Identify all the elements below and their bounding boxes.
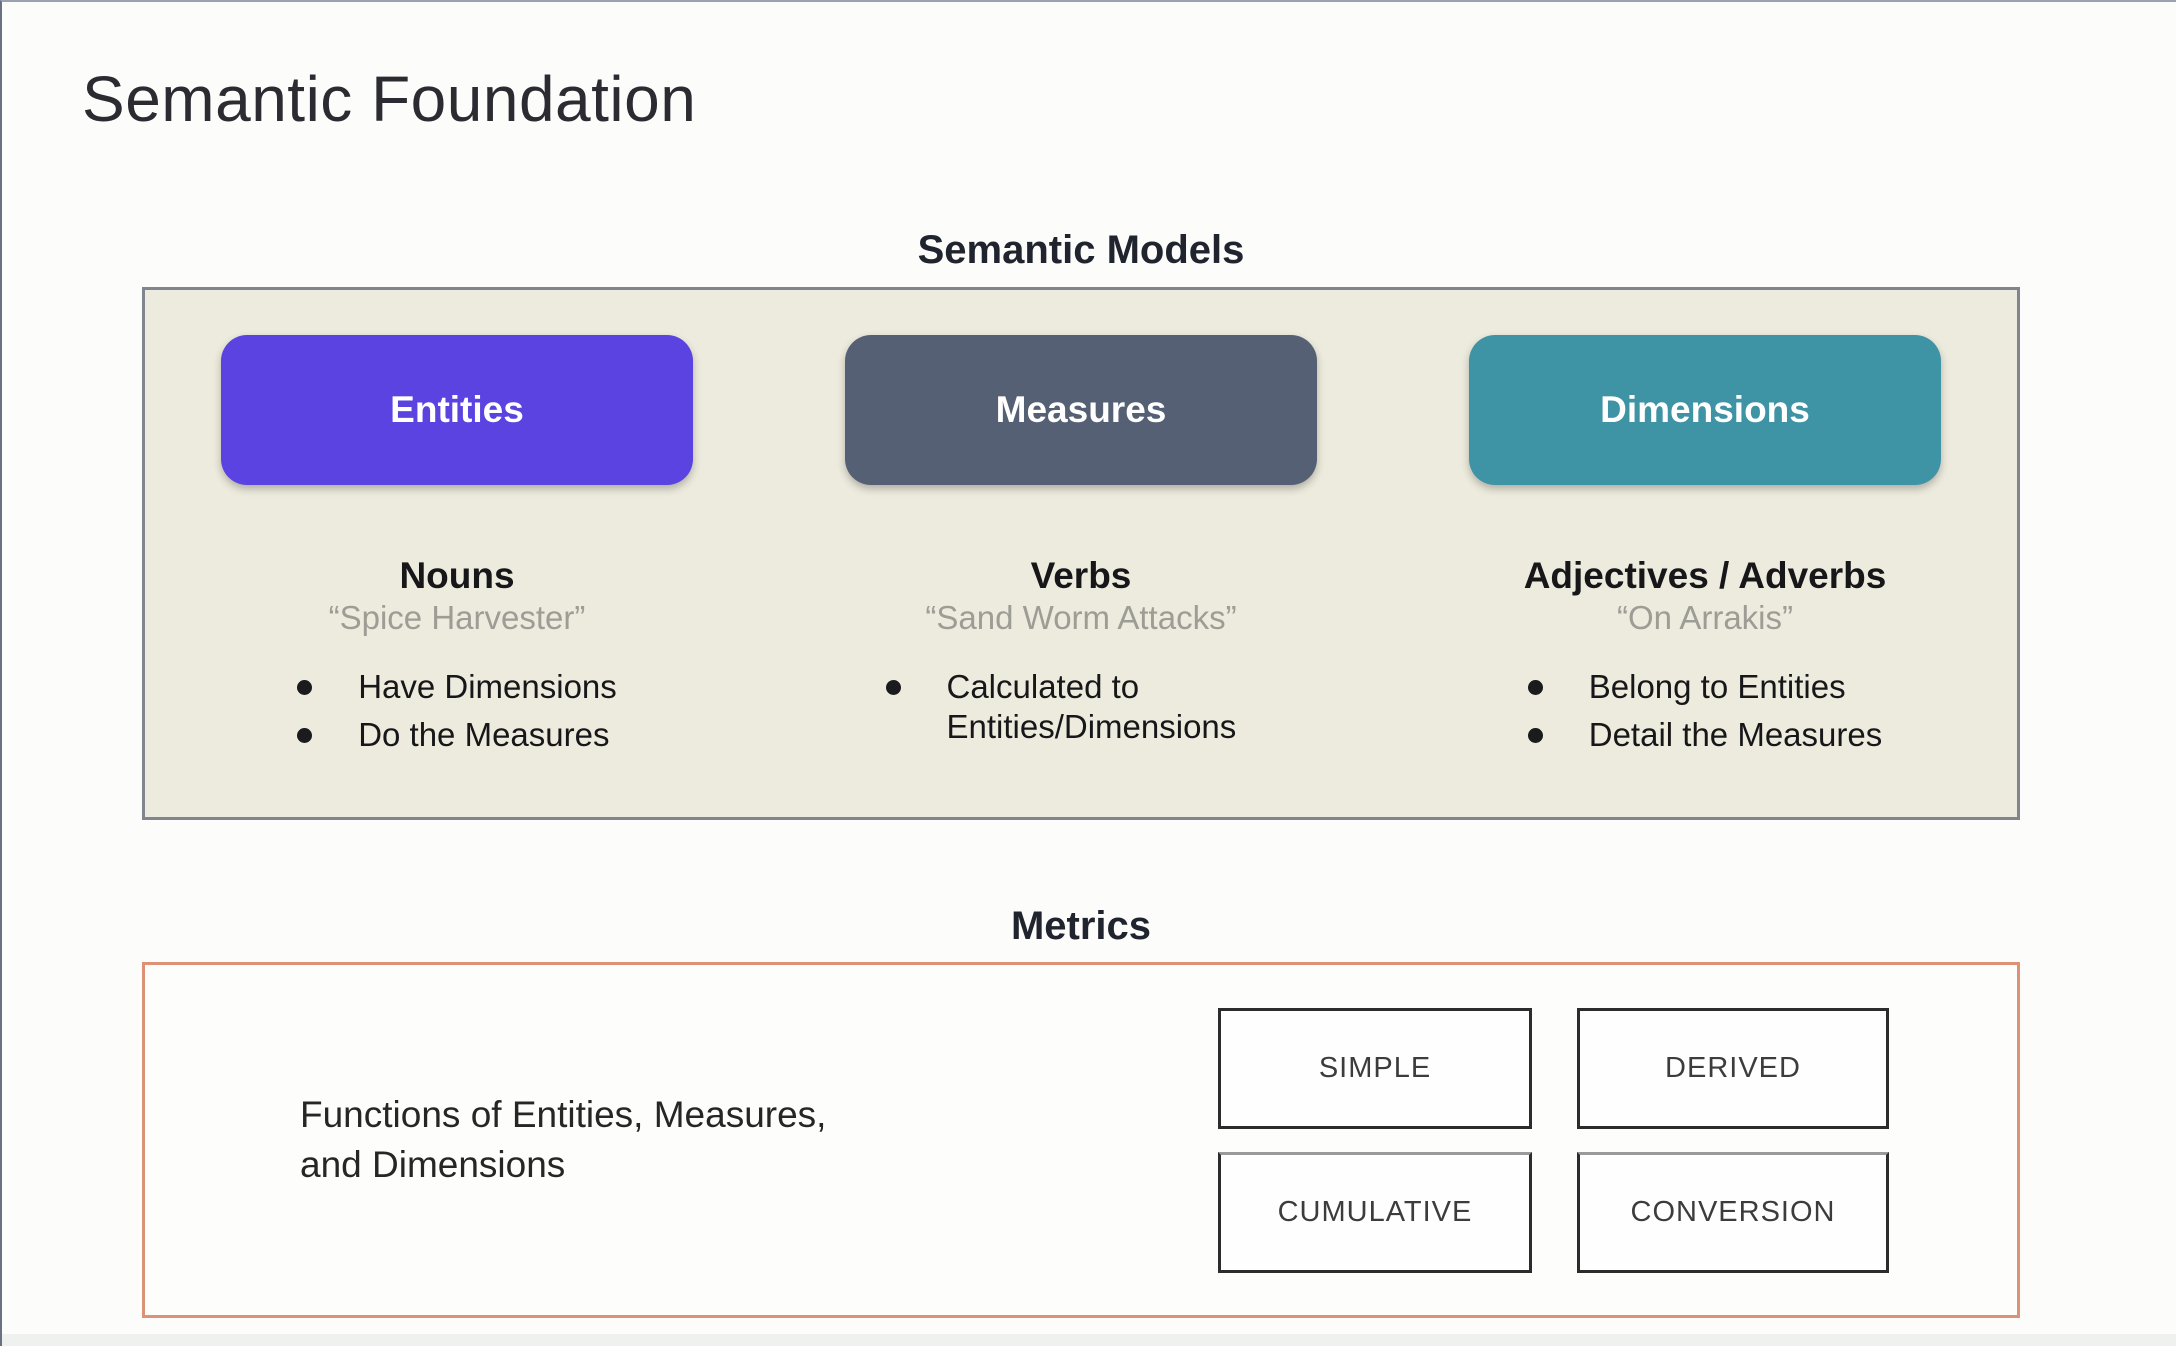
semantic-models-panel: Entities Nouns “Spice Harvester” Have Di… — [142, 287, 2020, 820]
measures-column: Measures Verbs “Sand Worm Attacks” Calcu… — [769, 290, 1393, 817]
bullet-icon — [297, 680, 313, 695]
metrics-description: Functions of Entities, Measures, and Dim… — [300, 1090, 826, 1190]
measures-bullet-list: Calculated to Entities/Dimensions — [885, 667, 1277, 748]
metrics-description-line2: and Dimensions — [300, 1144, 566, 1185]
dimensions-bullet-list: Belong to Entities Detail the Measures — [1527, 667, 1882, 756]
page-title: Semantic Foundation — [82, 63, 697, 135]
semantic-models-heading: Semantic Models — [917, 228, 1245, 272]
entities-button: Entities — [221, 335, 693, 485]
list-item: Belong to Entities — [1527, 667, 1882, 707]
metrics-heading: Metrics — [1010, 904, 1152, 948]
entities-analogy-heading: Nouns — [399, 555, 515, 596]
measures-example-quote: “Sand Worm Attacks” — [925, 599, 1237, 636]
measures-analogy-heading: Verbs — [1030, 555, 1132, 596]
metrics-description-line1: Functions of Entities, Measures, — [300, 1094, 827, 1136]
metric-type-conversion: CONVERSION — [1577, 1151, 1889, 1273]
bullet-icon — [885, 680, 901, 695]
entities-column: Entities Nouns “Spice Harvester” Have Di… — [145, 290, 769, 817]
metric-type-cumulative: CUMULATIVE — [1218, 1151, 1532, 1273]
metric-type-derived: DERIVED — [1577, 1007, 1889, 1129]
dimensions-example-quote: “On Arrakis” — [1616, 599, 1794, 636]
measures-button: Measures — [845, 335, 1317, 485]
list-item: Do the Measures — [297, 715, 617, 755]
dimensions-button: Dimensions — [1469, 335, 1941, 485]
dimensions-analogy-heading: Adjectives / Adverbs — [1523, 555, 1887, 596]
bottom-edge-strip — [2, 1334, 2176, 1346]
metrics-panel: Functions of Entities, Measures, and Dim… — [142, 962, 2020, 1318]
metric-type-simple: SIMPLE — [1218, 1007, 1532, 1129]
list-item: Calculated to Entities/Dimensions — [885, 667, 1277, 748]
list-item: Detail the Measures — [1527, 715, 1882, 755]
entities-example-quote: “Spice Harvester” — [328, 599, 586, 636]
list-item: Have Dimensions — [297, 667, 617, 707]
bullet-icon — [1527, 680, 1543, 695]
bullet-icon — [1527, 728, 1543, 744]
metric-types-grid: SIMPLE DERIVED CUMULATIVE CONVERSION — [1218, 1007, 1889, 1273]
entities-bullet-list: Have Dimensions Do the Measures — [297, 667, 617, 756]
bullet-icon — [297, 728, 313, 744]
dimensions-column: Dimensions Adjectives / Adverbs “On Arra… — [1393, 290, 2017, 817]
